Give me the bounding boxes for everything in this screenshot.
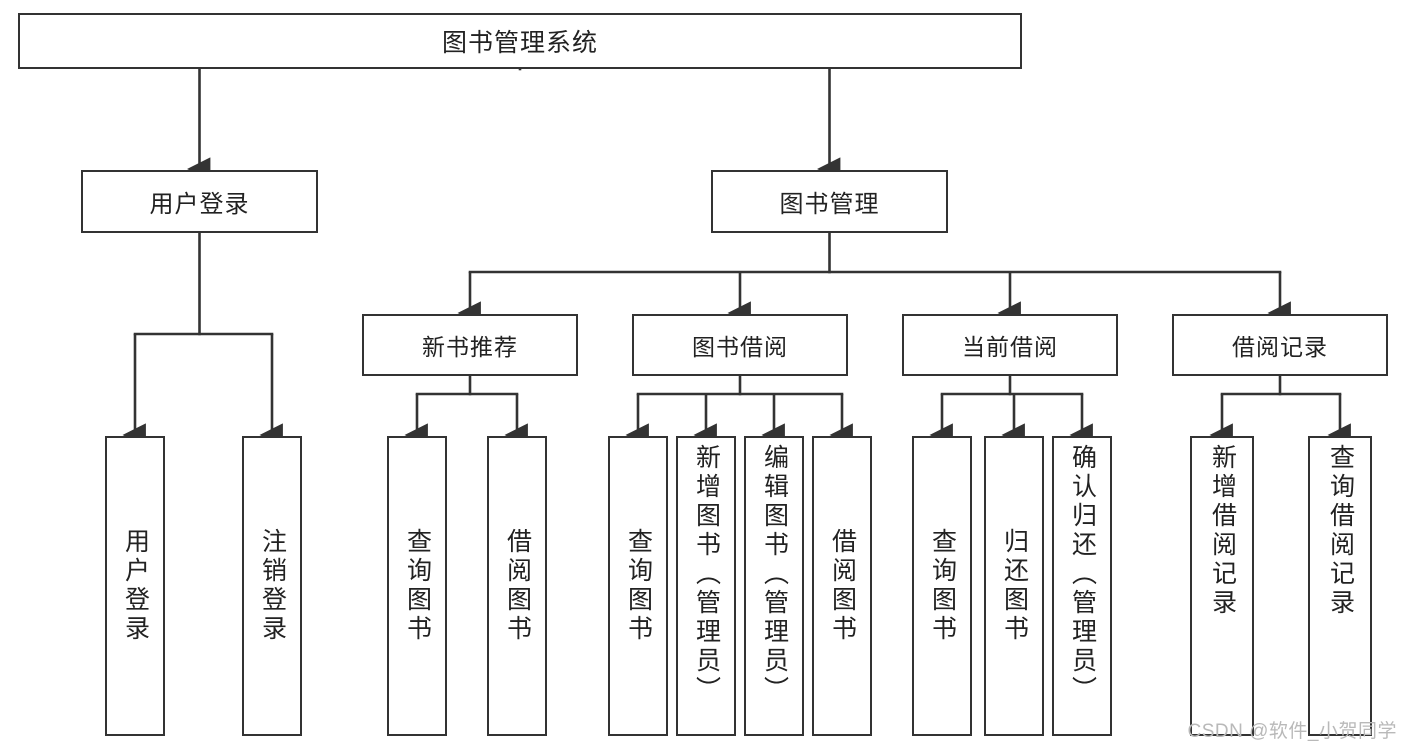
node-label: 图书管理 xyxy=(779,191,880,218)
node-leaf-borrow-book-rec[interactable]: 借阅图书 xyxy=(487,436,547,736)
node-label: 用户登录 xyxy=(149,191,250,218)
node-new-book-recommendation[interactable]: 新书推荐 xyxy=(362,314,578,376)
node-book-management[interactable]: 图书管理 xyxy=(711,170,948,233)
node-root-book-management-system[interactable]: 图书管理系统 xyxy=(18,13,1022,69)
node-leaf-query-record[interactable]: 查询借阅记录 xyxy=(1308,436,1372,736)
node-label: 用户登录 xyxy=(121,528,150,644)
node-label: 查询图书 xyxy=(403,528,432,644)
node-label: 图书借阅 xyxy=(692,334,788,360)
watermark-text: CSDN @软件_小贺同学 xyxy=(1187,721,1397,742)
node-label: 借阅图书 xyxy=(828,528,857,644)
node-leaf-borrow-book-bor[interactable]: 借阅图书 xyxy=(812,436,872,736)
node-label: 查询图书 xyxy=(624,528,653,644)
node-leaf-query-book-rec[interactable]: 查询图书 xyxy=(387,436,447,736)
node-leaf-return-book[interactable]: 归还图书 xyxy=(984,436,1044,736)
node-label: 查询借阅记录 xyxy=(1326,444,1355,618)
node-label: 当前借阅 xyxy=(962,334,1058,360)
node-label: 编辑图书（管理员） xyxy=(760,444,789,705)
node-book-borrowing[interactable]: 图书借阅 xyxy=(632,314,848,376)
node-leaf-edit-book[interactable]: 编辑图书（管理员） xyxy=(744,436,804,736)
node-label: 查询图书 xyxy=(928,528,957,644)
node-leaf-add-book[interactable]: 新增图书（管理员） xyxy=(676,436,736,736)
node-leaf-query-book-cur[interactable]: 查询图书 xyxy=(912,436,972,736)
node-user-login[interactable]: 用户登录 xyxy=(81,170,318,233)
node-label: 新增图书（管理员） xyxy=(692,444,721,705)
node-label: 归还图书 xyxy=(1000,528,1029,644)
node-label: 借阅记录 xyxy=(1232,334,1328,360)
node-current-borrowing[interactable]: 当前借阅 xyxy=(902,314,1118,376)
node-label: 新增借阅记录 xyxy=(1208,444,1237,618)
node-leaf-logout-login[interactable]: 注销登录 xyxy=(242,436,302,736)
node-label: 图书管理系统 xyxy=(441,29,598,57)
node-label: 确认归还（管理员） xyxy=(1068,444,1097,705)
node-label: 新书推荐 xyxy=(422,334,518,360)
node-borrowing-records[interactable]: 借阅记录 xyxy=(1172,314,1388,376)
node-leaf-confirm-return[interactable]: 确认归还（管理员） xyxy=(1052,436,1112,736)
node-label: 注销登录 xyxy=(258,528,287,644)
node-leaf-add-record[interactable]: 新增借阅记录 xyxy=(1190,436,1254,736)
node-leaf-query-book-bor[interactable]: 查询图书 xyxy=(608,436,668,736)
node-leaf-user-login[interactable]: 用户登录 xyxy=(105,436,165,736)
node-label: 借阅图书 xyxy=(503,528,532,644)
